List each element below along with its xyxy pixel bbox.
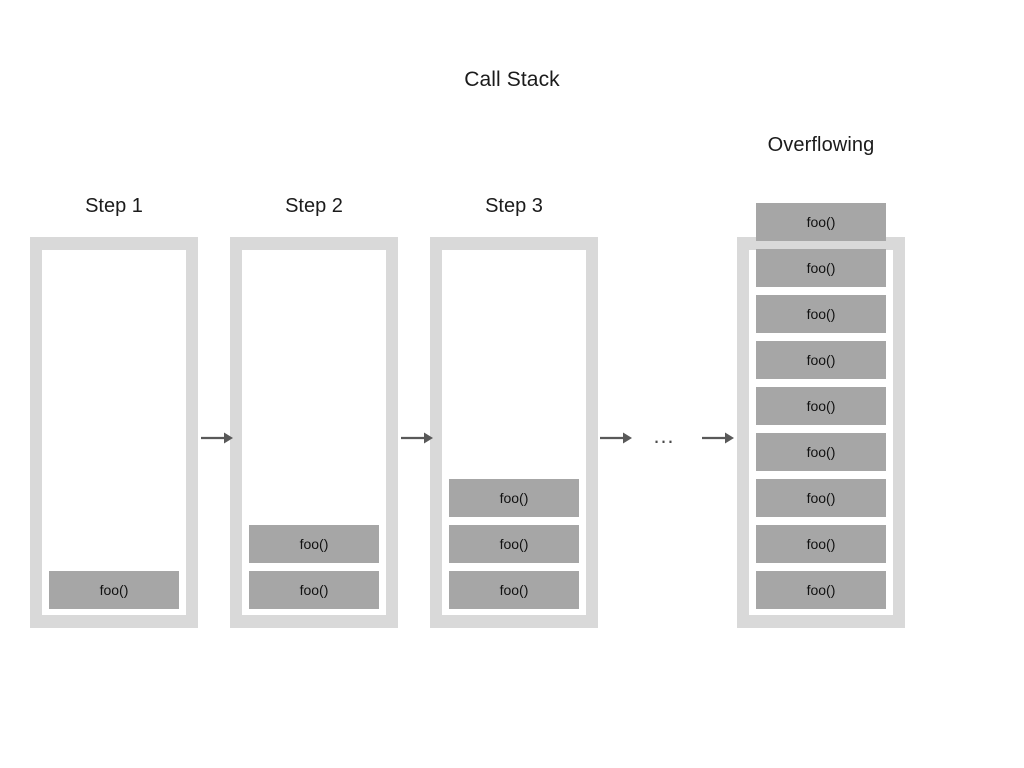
step-label-1: Step 1 xyxy=(85,195,143,217)
call-stack-inner-step-overflow: foo() foo() foo() foo() foo() foo() foo() foo()… xyxy=(749,203,893,615)
call-stack-container-step-1: foo() xyxy=(30,237,198,628)
stack-frame: foo() xyxy=(756,203,886,241)
call-stack-inner-step-1: foo() xyxy=(42,250,186,615)
stack-frame: foo() xyxy=(756,571,886,609)
step-label-3: Step 3 xyxy=(485,195,543,217)
stack-frame: foo() xyxy=(49,571,179,609)
stack-frame: foo() xyxy=(756,433,886,471)
step-label-2: Step 2 xyxy=(285,195,343,217)
call-stack-container-step-3: foo() foo() foo() xyxy=(430,237,598,628)
stack-frame: foo() xyxy=(249,525,379,563)
stack-frame: foo() xyxy=(449,571,579,609)
arrow-right-icon xyxy=(400,429,434,447)
call-stack-container-step-overflow: foo() foo() foo() foo() foo() foo() foo() foo()… xyxy=(737,203,905,628)
overflowing-label: Overflowing xyxy=(767,134,875,156)
arrow-right-icon xyxy=(599,429,633,447)
overflow-frame-list: foo() foo() foo() foo() foo() foo() foo() foo()… xyxy=(756,203,886,609)
call-stack-inner-step-2: foo() foo() xyxy=(242,250,386,615)
stack-frame: foo() xyxy=(449,525,579,563)
stack-frame: foo() xyxy=(756,341,886,379)
stack-frame: foo() xyxy=(756,479,886,517)
call-stack-container-step-2: foo() foo() xyxy=(230,237,398,628)
arrow-right-icon xyxy=(200,429,234,447)
stack-frame: foo() xyxy=(756,525,886,563)
stack-frame: foo() xyxy=(449,479,579,517)
arrow-right-icon xyxy=(701,429,735,447)
ellipsis-marker: … xyxy=(652,423,676,448)
call-stack-inner-step-3: foo() foo() foo() xyxy=(442,250,586,615)
stack-frame: foo() xyxy=(756,249,886,287)
page-title: Call Stack xyxy=(464,68,560,91)
stack-frame: foo() xyxy=(756,295,886,333)
stack-frame: foo() xyxy=(249,571,379,609)
stack-frame: foo() xyxy=(756,387,886,425)
